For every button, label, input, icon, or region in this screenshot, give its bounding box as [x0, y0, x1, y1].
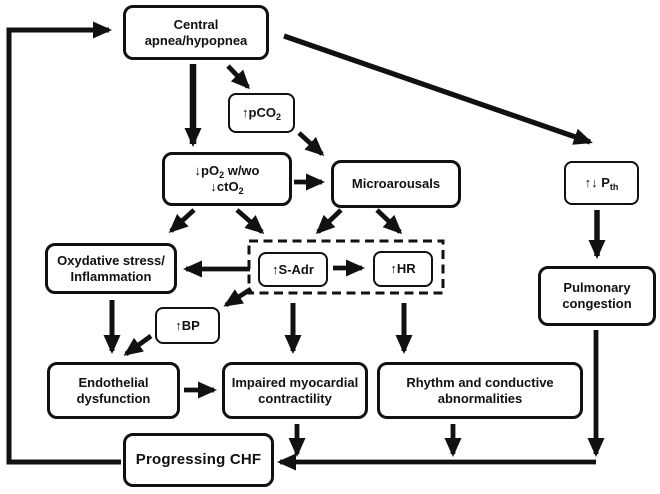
arrow-microarousals-to-hr [375, 208, 403, 235]
arrow-bp-to-endo [123, 334, 153, 356]
node-label: Pulmonary [563, 280, 631, 296]
node-oxidative-stress-inflammation: Oxydative stress/ Inflammation [45, 243, 177, 294]
arrow-po2-to-oxy [168, 208, 196, 234]
node-label: ↑HR [390, 261, 416, 277]
sympathetic-group-dashed-box [247, 239, 445, 295]
node-label: ↑pCO2 [242, 105, 281, 123]
node-label: Impaired myocardial [231, 374, 359, 390]
node-label: ↑S-Adr [272, 261, 314, 277]
node-label: abnormalities [437, 390, 523, 406]
node-rhythm-conductive-abnormalities: Rhythm and conductive abnormalities [377, 362, 583, 419]
node-label: ↓ctO2 [210, 179, 244, 196]
node-pulmonary-congestion: Pulmonary congestion [538, 266, 656, 326]
arrow-po2-to-sadr [235, 208, 265, 234]
node-central-apnea-hypopnea: Central apnea/hypopnea [123, 5, 269, 60]
arrow-chf-to-central [6, 21, 121, 465]
node-label: Inflammation [70, 268, 152, 284]
node-po2-cto2: ↓pO2 w/wo ↓ctO2 [162, 152, 292, 206]
node-label: ↑BP [175, 317, 200, 333]
node-label: apnea/hypopnea [144, 32, 248, 48]
arrow-microarousals-to-sadr [315, 208, 343, 235]
arrow-sadr-to-bp [223, 286, 253, 308]
node-hr: ↑HR [373, 251, 433, 287]
node-label: Oxydative stress/ [57, 252, 165, 268]
node-label: Central [173, 16, 219, 32]
arrow-central-to-pth [283, 33, 593, 145]
arrow-central-to-pco2 [226, 64, 251, 90]
node-s-adr: ↑S-Adr [258, 252, 328, 287]
node-impaired-myocardial-contractility: Impaired myocardial contractility [222, 362, 368, 419]
node-label: congestion [562, 296, 632, 311]
node-microarousals: Microarousals [331, 160, 461, 208]
node-label: Microarousals [351, 176, 441, 192]
node-label: ↑↓ Pth [584, 175, 619, 193]
node-label: Endothelial [78, 374, 149, 390]
node-bp: ↑BP [155, 307, 220, 344]
arrow-pco2-to-microarousals [297, 131, 325, 157]
node-label: contractility [258, 390, 332, 406]
node-endothelial-dysfunction: Endothelial dysfunction [47, 362, 180, 419]
node-label: dysfunction [76, 390, 151, 406]
node-label: Rhythm and conductive [406, 374, 554, 390]
node-progressing-chf: Progressing CHF [123, 433, 274, 487]
node-label: Progressing CHF [135, 450, 262, 468]
node-label: ↓pO2 w/wo [194, 163, 260, 181]
node-pco2: ↑pCO2 [228, 93, 295, 133]
node-pth: ↑↓ Pth [564, 161, 639, 205]
